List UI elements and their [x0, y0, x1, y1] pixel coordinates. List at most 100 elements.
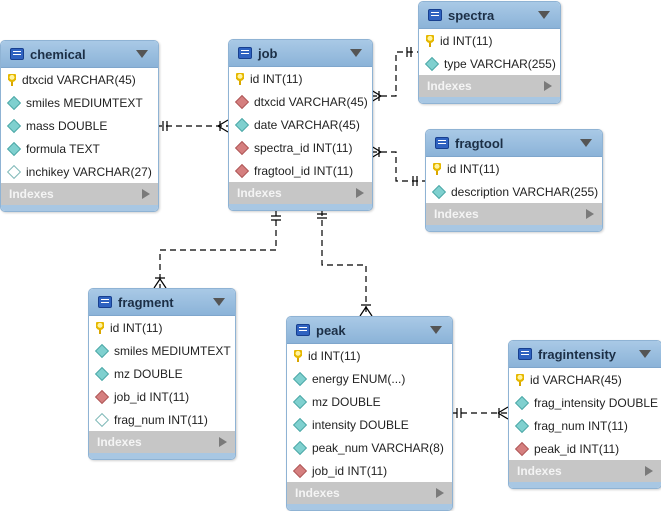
expand-arrow-icon[interactable]	[219, 437, 227, 447]
expand-arrow-icon[interactable]	[356, 188, 364, 198]
column-icon	[514, 395, 530, 410]
collapse-arrow-icon[interactable]	[580, 139, 592, 147]
table-icon	[98, 296, 112, 308]
table-header[interactable]: fragment	[89, 289, 235, 316]
foreign-key-icon	[292, 463, 308, 478]
nullable-column-icon	[94, 412, 110, 427]
column-label: id INT(11)	[447, 161, 500, 176]
column-row[interactable]: formula TEXT	[1, 137, 158, 160]
column-label: peak_id INT(11)	[534, 441, 620, 456]
column-row[interactable]: id INT(11)	[89, 316, 235, 339]
collapse-arrow-icon[interactable]	[430, 326, 442, 334]
column-label: mz DOUBLE	[114, 366, 183, 381]
indexes-section[interactable]: Indexes	[229, 182, 372, 204]
column-row[interactable]: mz DOUBLE	[89, 362, 235, 385]
table-job[interactable]: job id INT(11) dtxcid VARCHAR(45) date VARC…	[228, 39, 373, 211]
column-row[interactable]: mass DOUBLE	[1, 114, 158, 137]
indexes-section[interactable]: Indexes	[426, 203, 602, 225]
table-fragintensity[interactable]: fragintensity id VARCHAR(45) frag_intensit…	[508, 340, 661, 489]
column-row[interactable]: smiles MEDIUMTEXT	[1, 91, 158, 114]
collapse-arrow-icon[interactable]	[350, 49, 362, 57]
column-row[interactable]: id INT(11)	[229, 67, 372, 90]
collapse-arrow-icon[interactable]	[213, 298, 225, 306]
indexes-label: Indexes	[97, 435, 142, 449]
expand-arrow-icon[interactable]	[645, 466, 653, 476]
table-header[interactable]: spectra	[419, 2, 560, 29]
column-icon	[292, 440, 308, 455]
table-title: fragintensity	[538, 346, 617, 362]
column-row[interactable]: frag_num INT(11)	[89, 408, 235, 431]
column-row[interactable]: frag_intensity DOUBLE	[509, 391, 661, 414]
column-row[interactable]: job_id INT(11)	[89, 385, 235, 408]
column-row[interactable]: inchikey VARCHAR(27)	[1, 160, 158, 183]
column-row[interactable]: intensity DOUBLE	[287, 413, 452, 436]
column-row[interactable]: dtxcid VARCHAR(45)	[1, 68, 158, 91]
indexes-section[interactable]: Indexes	[287, 482, 452, 504]
column-row[interactable]: smiles MEDIUMTEXT	[89, 339, 235, 362]
table-header[interactable]: fragintensity	[509, 341, 661, 368]
rel-job-fragtool	[371, 151, 425, 182]
table-fragtool[interactable]: fragtool id INT(11) description VARCHAR(25…	[425, 129, 603, 232]
table-header[interactable]: job	[229, 40, 372, 67]
indexes-label: Indexes	[427, 79, 472, 93]
indexes-section[interactable]: Indexes	[419, 75, 560, 97]
column-row[interactable]: frag_num INT(11)	[509, 414, 661, 437]
column-row[interactable]: date VARCHAR(45)	[229, 113, 372, 136]
column-row[interactable]: mz DOUBLE	[287, 390, 452, 413]
expand-arrow-icon[interactable]	[436, 488, 444, 498]
column-label: id VARCHAR(45)	[530, 372, 622, 387]
table-icon	[296, 324, 310, 336]
table-header[interactable]: fragtool	[426, 130, 602, 157]
table-title: fragtool	[455, 135, 504, 151]
foreign-key-icon	[514, 441, 530, 456]
column-row[interactable]: dtxcid VARCHAR(45)	[229, 90, 372, 113]
column-label: dtxcid VARCHAR(45)	[254, 94, 368, 109]
key-icon	[426, 34, 434, 47]
column-icon	[292, 394, 308, 409]
key-icon	[516, 373, 524, 386]
table-title: job	[258, 45, 278, 61]
table-icon	[518, 348, 532, 360]
indexes-section[interactable]: Indexes	[509, 460, 661, 482]
column-row[interactable]: energy ENUM(...)	[287, 367, 452, 390]
expand-arrow-icon[interactable]	[586, 209, 594, 219]
collapse-arrow-icon[interactable]	[136, 50, 148, 58]
collapse-arrow-icon[interactable]	[639, 350, 651, 358]
column-row[interactable]: id INT(11)	[419, 29, 560, 52]
column-icon	[514, 418, 530, 433]
column-label: id INT(11)	[308, 348, 361, 363]
column-label: dtxcid VARCHAR(45)	[22, 72, 136, 87]
indexes-section[interactable]: Indexes	[89, 431, 235, 453]
column-row[interactable]: fragtool_id INT(11)	[229, 159, 372, 182]
column-icon	[424, 56, 440, 71]
rel-job-fragment-many-marks	[153, 277, 167, 289]
key-icon	[236, 72, 244, 85]
column-row[interactable]: id INT(11)	[426, 157, 602, 180]
table-title: peak	[316, 322, 346, 338]
table-header[interactable]: peak	[287, 317, 452, 344]
column-label: date VARCHAR(45)	[254, 117, 360, 132]
column-row[interactable]: id INT(11)	[287, 344, 452, 367]
column-row[interactable]: peak_num VARCHAR(8)	[287, 436, 452, 459]
table-header[interactable]: chemical	[1, 41, 158, 68]
indexes-label: Indexes	[237, 186, 282, 200]
collapse-arrow-icon[interactable]	[538, 11, 550, 19]
expand-arrow-icon[interactable]	[142, 189, 150, 199]
column-row[interactable]: description VARCHAR(255)	[426, 180, 602, 203]
column-row[interactable]: peak_id INT(11)	[509, 437, 661, 460]
column-row[interactable]: job_id INT(11)	[287, 459, 452, 482]
expand-arrow-icon[interactable]	[544, 81, 552, 91]
rel-job-fragment-one-marks	[271, 215, 281, 221]
column-row[interactable]: id VARCHAR(45)	[509, 368, 661, 391]
indexes-section[interactable]: Indexes	[1, 183, 158, 205]
column-label: job_id INT(11)	[114, 389, 190, 404]
column-row[interactable]: spectra_id INT(11)	[229, 136, 372, 159]
foreign-key-icon	[234, 94, 250, 109]
column-row[interactable]: type VARCHAR(255)	[419, 52, 560, 75]
column-icon	[94, 366, 110, 381]
table-chemical[interactable]: chemical dtxcid VARCHAR(45) smiles MEDIUMT…	[0, 40, 159, 212]
